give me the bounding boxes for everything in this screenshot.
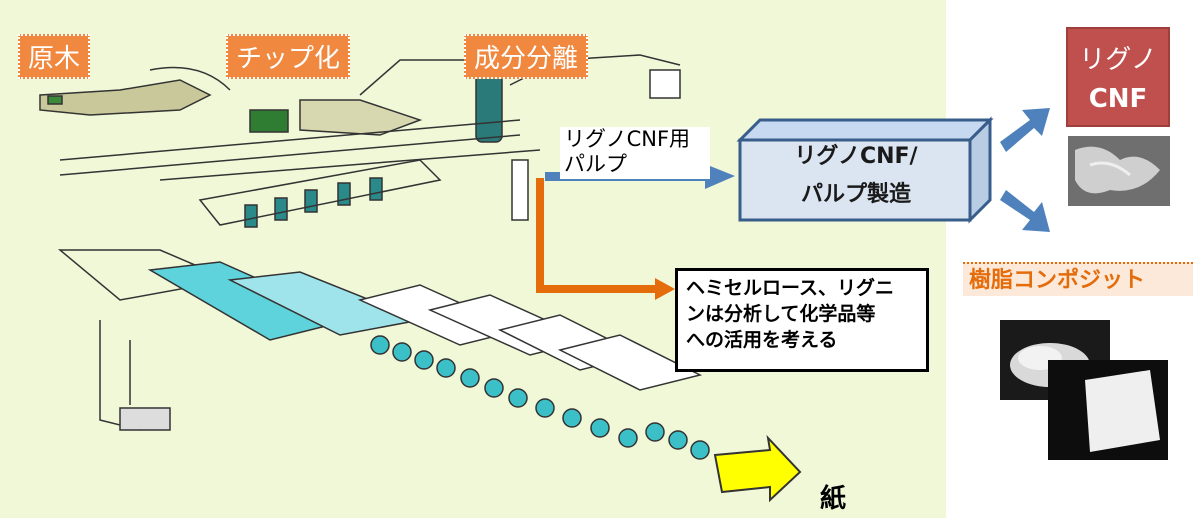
pulp-label-line2: パルプ (564, 152, 627, 176)
orange-arrow (536, 178, 675, 300)
cnf-pulp-cube (736, 116, 994, 224)
note-line2: ンは分析して化学品等 (686, 303, 876, 325)
yellow-arrow (713, 434, 802, 503)
resin-composite-photo (1000, 320, 1168, 460)
hemicellulose-note: ヘミセルロース、リグニ ンは分析して化学品等 への活用を考える (675, 268, 929, 372)
note-line3: への活用を考える (686, 329, 838, 351)
cnf-badge-line1: リグノ (1079, 45, 1157, 75)
chipping-label: チップ化 (226, 34, 351, 79)
paper-label: 紙 (820, 484, 847, 514)
lignocnf-badge: リグノ CNF (1066, 27, 1170, 127)
lignocnf-pulp-label: リグノCNF用 パルプ (560, 127, 710, 179)
separation-label: 成分分離 (464, 34, 589, 79)
resin-composite-label: 樹脂コンポジット (963, 262, 1193, 296)
note-line1: ヘミセルロース、リグニ (686, 277, 895, 299)
cnf-badge-line2: CNF (1088, 84, 1148, 114)
cube-label-line2: パルプ製造 (800, 182, 911, 207)
factory-line-illustration (39, 54, 710, 460)
arrow-down-right (1000, 190, 1050, 232)
cnf-sample-photo (1068, 136, 1170, 206)
cube-label-line1: リグノCNF/ (794, 144, 918, 169)
pulp-label-line1: リグノCNF用 (564, 127, 691, 151)
raw-wood-label: 原木 (18, 34, 91, 79)
cube-label: リグノCNF/ パルプ製造 (740, 138, 972, 220)
arrow-up-right (1000, 108, 1050, 152)
